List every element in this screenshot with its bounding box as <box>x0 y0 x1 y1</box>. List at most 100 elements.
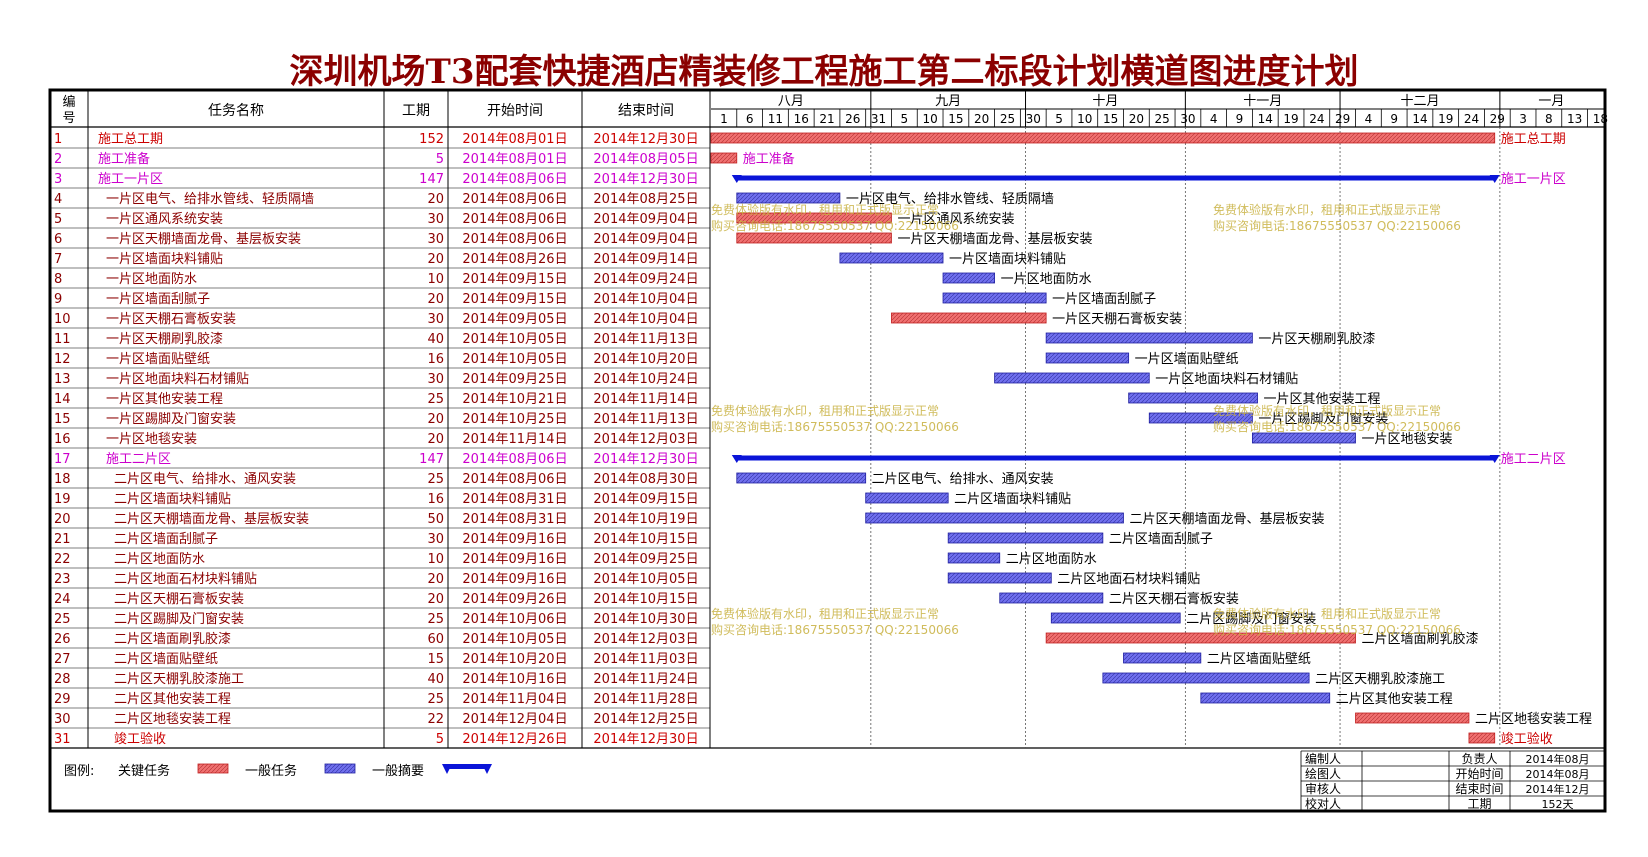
task-id: 17 <box>54 452 71 467</box>
bar-label: 施工总工期 <box>1501 132 1566 147</box>
bar-label: 二片区其他安装工程 <box>1336 692 1453 707</box>
task-bar <box>736 192 841 204</box>
task-id: 9 <box>54 292 62 307</box>
day-tick-label: 1 <box>720 112 728 126</box>
signoff-right-label: 结束时间 <box>1455 782 1503 796</box>
task-end: 2014年08月05日 <box>593 152 698 167</box>
day-tick-label: 20 <box>974 112 989 126</box>
task-name: 一片区地面防水 <box>106 271 197 287</box>
bar-label: 一片区天棚刷乳胶漆 <box>1258 331 1375 347</box>
task-end: 2014年10月15日 <box>593 532 698 547</box>
task-duration: 40 <box>427 672 444 687</box>
task-duration: 30 <box>427 232 444 247</box>
task-duration: 147 <box>419 172 444 187</box>
day-tick-label: 21 <box>819 112 834 126</box>
legend-summary-marker <box>482 764 492 774</box>
task-duration: 25 <box>427 612 444 627</box>
day-tick-label: 3 <box>1519 112 1527 126</box>
legend-critical-text: 关键任务 <box>118 763 170 779</box>
task-duration: 25 <box>427 472 444 487</box>
task-duration: 10 <box>427 552 444 567</box>
task-name: 竣工验收 <box>114 731 166 747</box>
task-start: 2014年10月16日 <box>462 672 567 687</box>
month-label: 十二月 <box>1400 94 1439 109</box>
task-end: 2014年09月24日 <box>593 272 698 287</box>
task-start: 2014年08月06日 <box>462 232 567 247</box>
task-id: 13 <box>54 372 71 387</box>
month-label: 九月 <box>935 94 961 109</box>
task-duration: 25 <box>427 392 444 407</box>
task-name: 一片区天棚石膏板安装 <box>106 311 236 327</box>
day-tick-label: 30 <box>1180 112 1195 126</box>
task-name: 一片区天棚刷乳胶漆 <box>106 331 223 347</box>
task-end: 2014年12月25日 <box>593 712 698 727</box>
day-tick-label: 5 <box>1055 112 1063 126</box>
task-id: 24 <box>54 592 71 607</box>
task-name: 一片区踢脚及门窗安装 <box>106 411 236 427</box>
task-id: 16 <box>54 432 71 447</box>
task-bar <box>942 272 995 284</box>
signoff-left-label: 绘图人 <box>1305 766 1341 781</box>
task-id: 26 <box>54 632 71 647</box>
task-name: 二片区墙面贴壁纸 <box>114 652 218 667</box>
signoff-right-value: 2014年08月 <box>1526 767 1590 781</box>
header-end: 结束时间 <box>618 103 674 119</box>
task-bar <box>736 212 892 224</box>
task-start: 2014年09月26日 <box>462 592 567 607</box>
task-name: 二片区墙面块料铺贴 <box>114 492 231 507</box>
task-bar <box>999 592 1104 604</box>
task-duration: 30 <box>427 532 444 547</box>
task-start: 2014年10月25日 <box>462 412 567 427</box>
day-tick-label: 19 <box>1438 112 1453 126</box>
task-name: 施工准备 <box>98 151 150 167</box>
task-name: 一片区地面块料石材铺贴 <box>106 372 249 387</box>
task-id: 22 <box>54 552 71 567</box>
bar-label: 一片区天棚墙面龙骨、基层板安装 <box>897 232 1092 247</box>
day-tick-label: 13 <box>1567 112 1582 126</box>
task-bar <box>865 512 1124 524</box>
task-id: 30 <box>54 712 71 727</box>
signoff-right-label: 工期 <box>1467 797 1491 811</box>
task-end: 2014年09月04日 <box>593 232 698 247</box>
day-tick-label: 6 <box>746 112 754 126</box>
task-bar <box>736 472 867 484</box>
task-id: 12 <box>54 352 71 367</box>
task-duration: 30 <box>427 212 444 227</box>
bar-label: 一片区其他安装工程 <box>1264 392 1381 407</box>
summary-start-marker <box>731 455 742 463</box>
task-start: 2014年09月15日 <box>462 272 567 287</box>
task-start: 2014年11月04日 <box>462 692 567 707</box>
task-end: 2014年08月30日 <box>593 472 698 487</box>
chart-frame <box>48 88 1607 813</box>
task-bar <box>1045 352 1130 364</box>
task-name: 一片区墙面贴壁纸 <box>106 352 210 367</box>
task-name: 一片区墙面刮腻子 <box>106 292 210 307</box>
day-tick-label: 20 <box>1129 112 1144 126</box>
summary-bar <box>736 175 1495 181</box>
task-end: 2014年09月15日 <box>593 492 698 507</box>
task-name: 二片区墙面刷乳胶漆 <box>114 631 231 647</box>
day-tick-label: 14 <box>1258 112 1273 126</box>
day-tick-label: 5 <box>901 112 909 126</box>
task-end: 2014年10月30日 <box>593 612 698 627</box>
day-tick-label: 18 <box>1593 112 1608 126</box>
legend-critical-swatch <box>197 763 229 774</box>
task-bar <box>1050 612 1181 624</box>
signoff-right-label: 开始时间 <box>1455 767 1503 781</box>
task-bar <box>1102 672 1310 684</box>
task-start: 2014年10月05日 <box>462 352 567 367</box>
task-end: 2014年12月03日 <box>593 632 698 647</box>
task-duration: 20 <box>427 432 444 447</box>
watermark-line1: 免费体验版有水印，租用和正式版显示正常 <box>1213 403 1441 418</box>
task-id: 10 <box>54 312 71 327</box>
legend-normal-swatch <box>324 763 356 774</box>
header-start: 开始时间 <box>487 103 543 119</box>
task-id: 3 <box>54 172 62 187</box>
bar-label: 二片区踢脚及门窗安装 <box>1186 611 1316 627</box>
task-duration: 15 <box>427 652 444 667</box>
task-name: 二片区地毯安装工程 <box>114 712 231 727</box>
chart-title: 深圳机场T3配套快捷酒店精装修工程施工第二标段计划横道图进度计划 <box>289 52 1359 92</box>
legend-summary-marker <box>442 764 452 774</box>
task-bar <box>1251 432 1356 444</box>
